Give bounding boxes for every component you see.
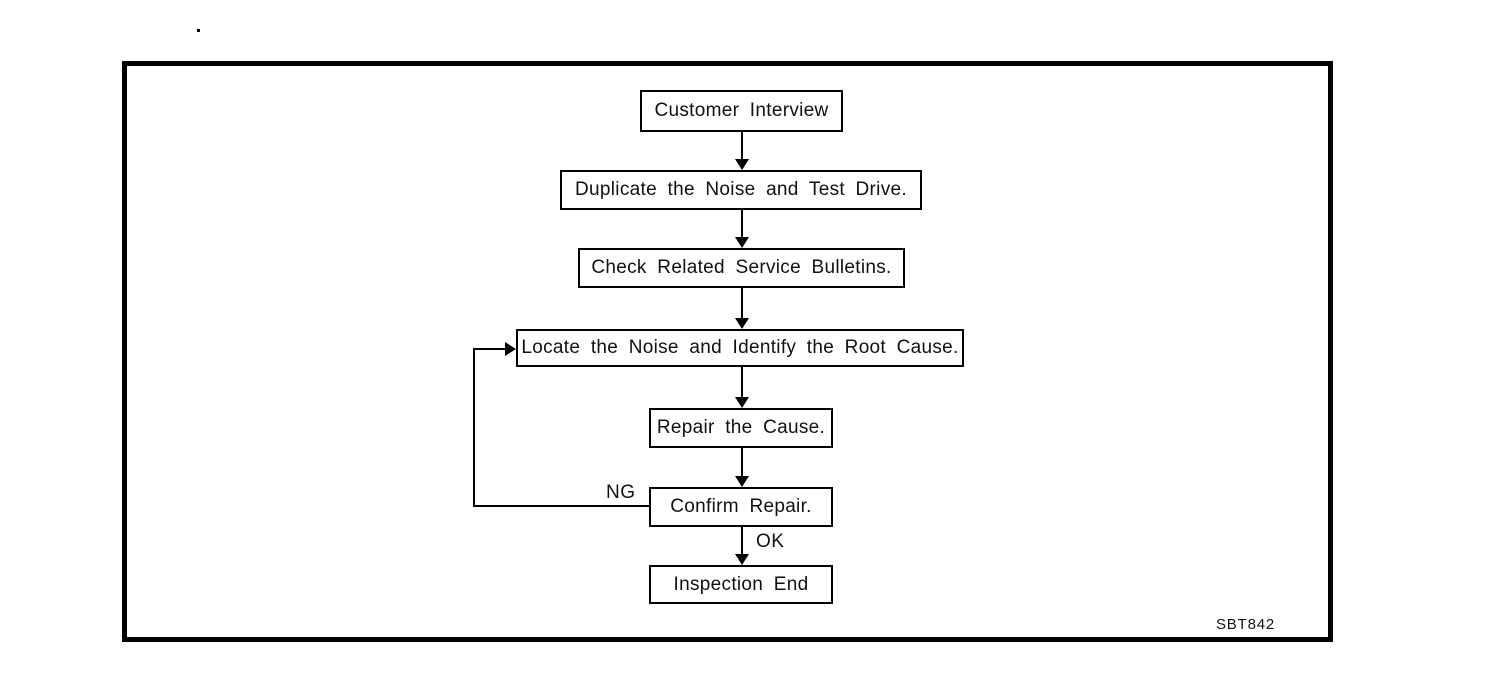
node-duplicate-noise-test-drive: Duplicate the Noise and Test Drive. — [560, 170, 922, 210]
connector-line — [741, 367, 743, 398]
edge-label-ng: NG — [606, 482, 636, 503]
node-inspection-end: Inspection End — [649, 565, 833, 604]
arrowhead-right-icon — [505, 342, 516, 356]
edge-label-ok: OK — [756, 531, 785, 552]
node-confirm-repair: Confirm Repair. — [649, 487, 833, 527]
node-check-service-bulletins: Check Related Service Bulletins. — [578, 248, 905, 288]
figure-code: SBT842 — [1216, 616, 1275, 633]
scan-speck — [197, 29, 200, 32]
connector-line — [741, 210, 743, 238]
ng-loop-bottom-line — [473, 505, 650, 507]
node-customer-interview: Customer Interview — [640, 90, 843, 132]
connector-line — [741, 527, 743, 555]
arrowhead-down-icon — [735, 237, 749, 248]
ng-loop-vertical-line — [473, 348, 475, 507]
connector-line — [741, 448, 743, 477]
arrowhead-down-icon — [735, 554, 749, 565]
arrowhead-down-icon — [735, 476, 749, 487]
connector-line — [741, 288, 743, 319]
arrowhead-down-icon — [735, 397, 749, 408]
connector-line — [741, 132, 743, 160]
node-repair-cause: Repair the Cause. — [649, 408, 833, 448]
arrowhead-down-icon — [735, 159, 749, 170]
arrowhead-down-icon — [735, 318, 749, 329]
node-locate-noise-root-cause: Locate the Noise and Identify the Root C… — [516, 329, 964, 367]
ng-loop-top-line — [473, 348, 506, 350]
